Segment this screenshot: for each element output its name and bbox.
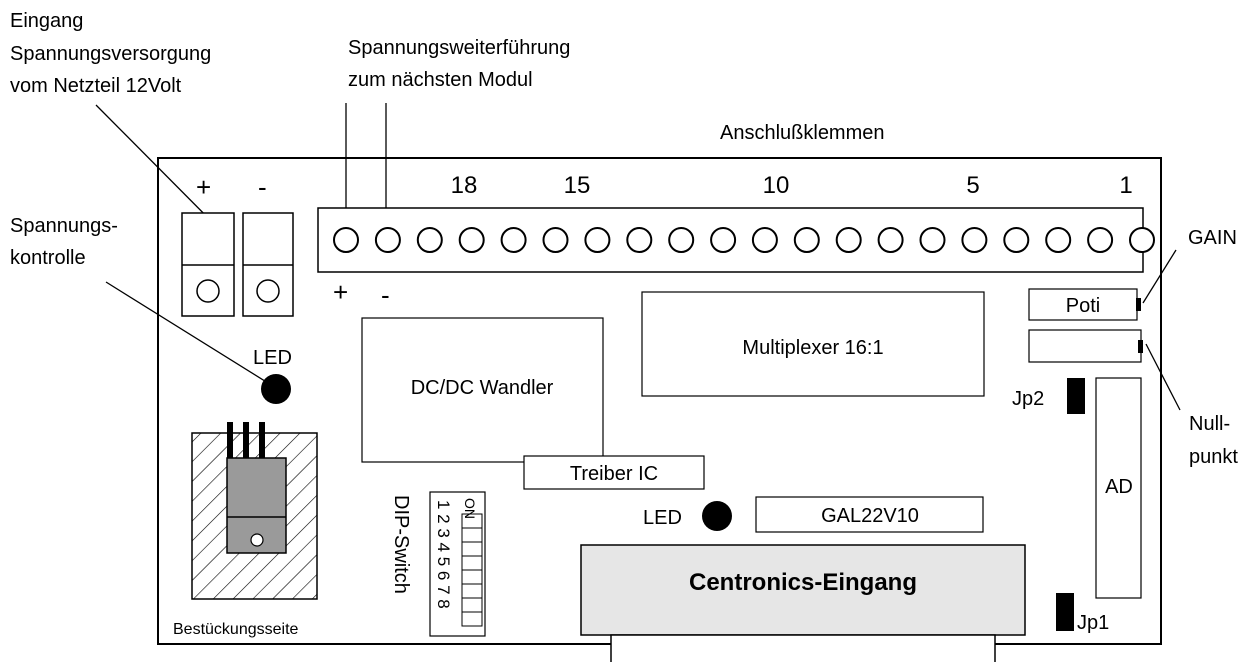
weiterfuehrung-label-1: Spannungsweiterführung: [348, 37, 570, 59]
treiber-ic: [523, 455, 705, 490]
dip-switch-cell: [461, 597, 483, 613]
terminal-hole: [374, 227, 401, 253]
multiplexer-chip: [641, 291, 985, 397]
terminal-holes: [333, 227, 1155, 253]
jumper-jp1: [1056, 593, 1074, 631]
terminal-hole: [500, 227, 527, 253]
terminal-hole: [835, 227, 862, 253]
eingang-label-1: Eingang: [10, 10, 83, 32]
multiplexer-label: Multiplexer 16:1: [742, 337, 883, 359]
terminal-hole: [710, 227, 737, 253]
poti-nullpunkt: [1028, 329, 1142, 363]
nullpunkt-leader-line: [1145, 343, 1181, 411]
terminal-hole: [626, 227, 653, 253]
regulator-pin-1: [227, 422, 233, 460]
ad-converter: [1095, 377, 1142, 599]
plus-top-label: +: [196, 172, 211, 202]
led-center-label: LED: [643, 507, 682, 529]
terminal-hole: [333, 227, 359, 253]
dcdc-converter: [361, 317, 604, 463]
kontrolle-leader-line: [105, 281, 269, 384]
dip-switch-cells: [461, 513, 483, 627]
terminal-hole: [1087, 227, 1114, 253]
power-input-terminal-plus: [181, 212, 235, 317]
dip-switch-cell: [461, 583, 483, 599]
terminal-hole: [542, 227, 569, 253]
terminal-hole: [919, 227, 946, 253]
jp1-label: Jp1: [1077, 612, 1109, 634]
dip-switch-cell: [461, 555, 483, 571]
kontrolle-label-1: Spannungs-: [10, 215, 118, 237]
terminal-hole: [793, 227, 820, 253]
poti-label: Poti: [1066, 295, 1100, 317]
eingang-label-3: vom Netzteil 12Volt: [10, 75, 182, 97]
bestueckung-label: Bestückungsseite: [173, 621, 299, 638]
led-left-label: LED: [253, 347, 292, 369]
dip-switch-cell: [461, 527, 483, 543]
nullpunkt-label-1: Null-: [1189, 413, 1230, 435]
dcdc-label: DC/DC Wandler: [411, 377, 554, 399]
dip-switch-title: DIP-Switch: [390, 495, 412, 594]
plus-bottom-label: +: [333, 277, 348, 307]
gain-label: GAIN: [1188, 227, 1237, 249]
regulator-mount-hole: [250, 533, 264, 547]
minus-top-label: -: [258, 172, 267, 202]
centronics-connector-plug: [610, 634, 996, 662]
centronics-label: Centronics-Eingang: [689, 569, 917, 596]
regulator-pin-3: [259, 422, 265, 460]
dip-switch-cell: [461, 611, 483, 627]
terminal-hole: [877, 227, 904, 253]
terminal-number-18: 18: [451, 172, 478, 199]
terminal-hole: [751, 227, 778, 253]
poti-gain: [1028, 288, 1138, 321]
minus-bottom-label: -: [381, 280, 390, 310]
regulator-pin-2: [243, 422, 249, 460]
gal-chip: [755, 496, 984, 533]
dip-switch-cell: [461, 541, 483, 557]
power-input-terminal-minus: [242, 212, 294, 317]
jumper-jp2: [1067, 378, 1085, 414]
led-left: [261, 374, 291, 404]
terminal-hole: [961, 227, 988, 253]
terminal-number-1: 1: [1119, 172, 1132, 199]
terminal-hole: [668, 227, 695, 253]
nullpunkt-label-2: punkt: [1189, 446, 1238, 468]
led-center: [702, 501, 732, 531]
dip-switch-cell: [461, 569, 483, 585]
gain-leader-line: [1142, 249, 1177, 304]
terminal-number-10: 10: [763, 172, 790, 199]
ad-label: AD: [1105, 476, 1133, 498]
treiber-label: Treiber IC: [570, 463, 658, 485]
terminal-hole: [1003, 227, 1030, 253]
terminal-hole: [416, 227, 443, 253]
eingang-label-2: Spannungsversorgung: [10, 43, 211, 65]
kontrolle-label-2: kontrolle: [10, 247, 86, 269]
terminal-hole: [584, 227, 611, 253]
weiterfuehrung-label-2: zum nächsten Modul: [348, 69, 533, 91]
terminal-number-15: 15: [564, 172, 591, 199]
gal-label: GAL22V10: [821, 505, 919, 527]
dip-numbers-label: 1 2 3 4 5 6 7 8: [434, 500, 453, 609]
terminal-number-5: 5: [966, 172, 979, 199]
terminal-hole: [1045, 227, 1072, 253]
dip-on-label: ON: [462, 498, 478, 519]
centronics-connector-body: [580, 544, 1026, 636]
terminal-hole: [458, 227, 485, 253]
klemmen-label: Anschlußklemmen: [720, 122, 885, 144]
terminal-hole: [1129, 227, 1155, 253]
jp2-label: Jp2: [1012, 388, 1044, 410]
